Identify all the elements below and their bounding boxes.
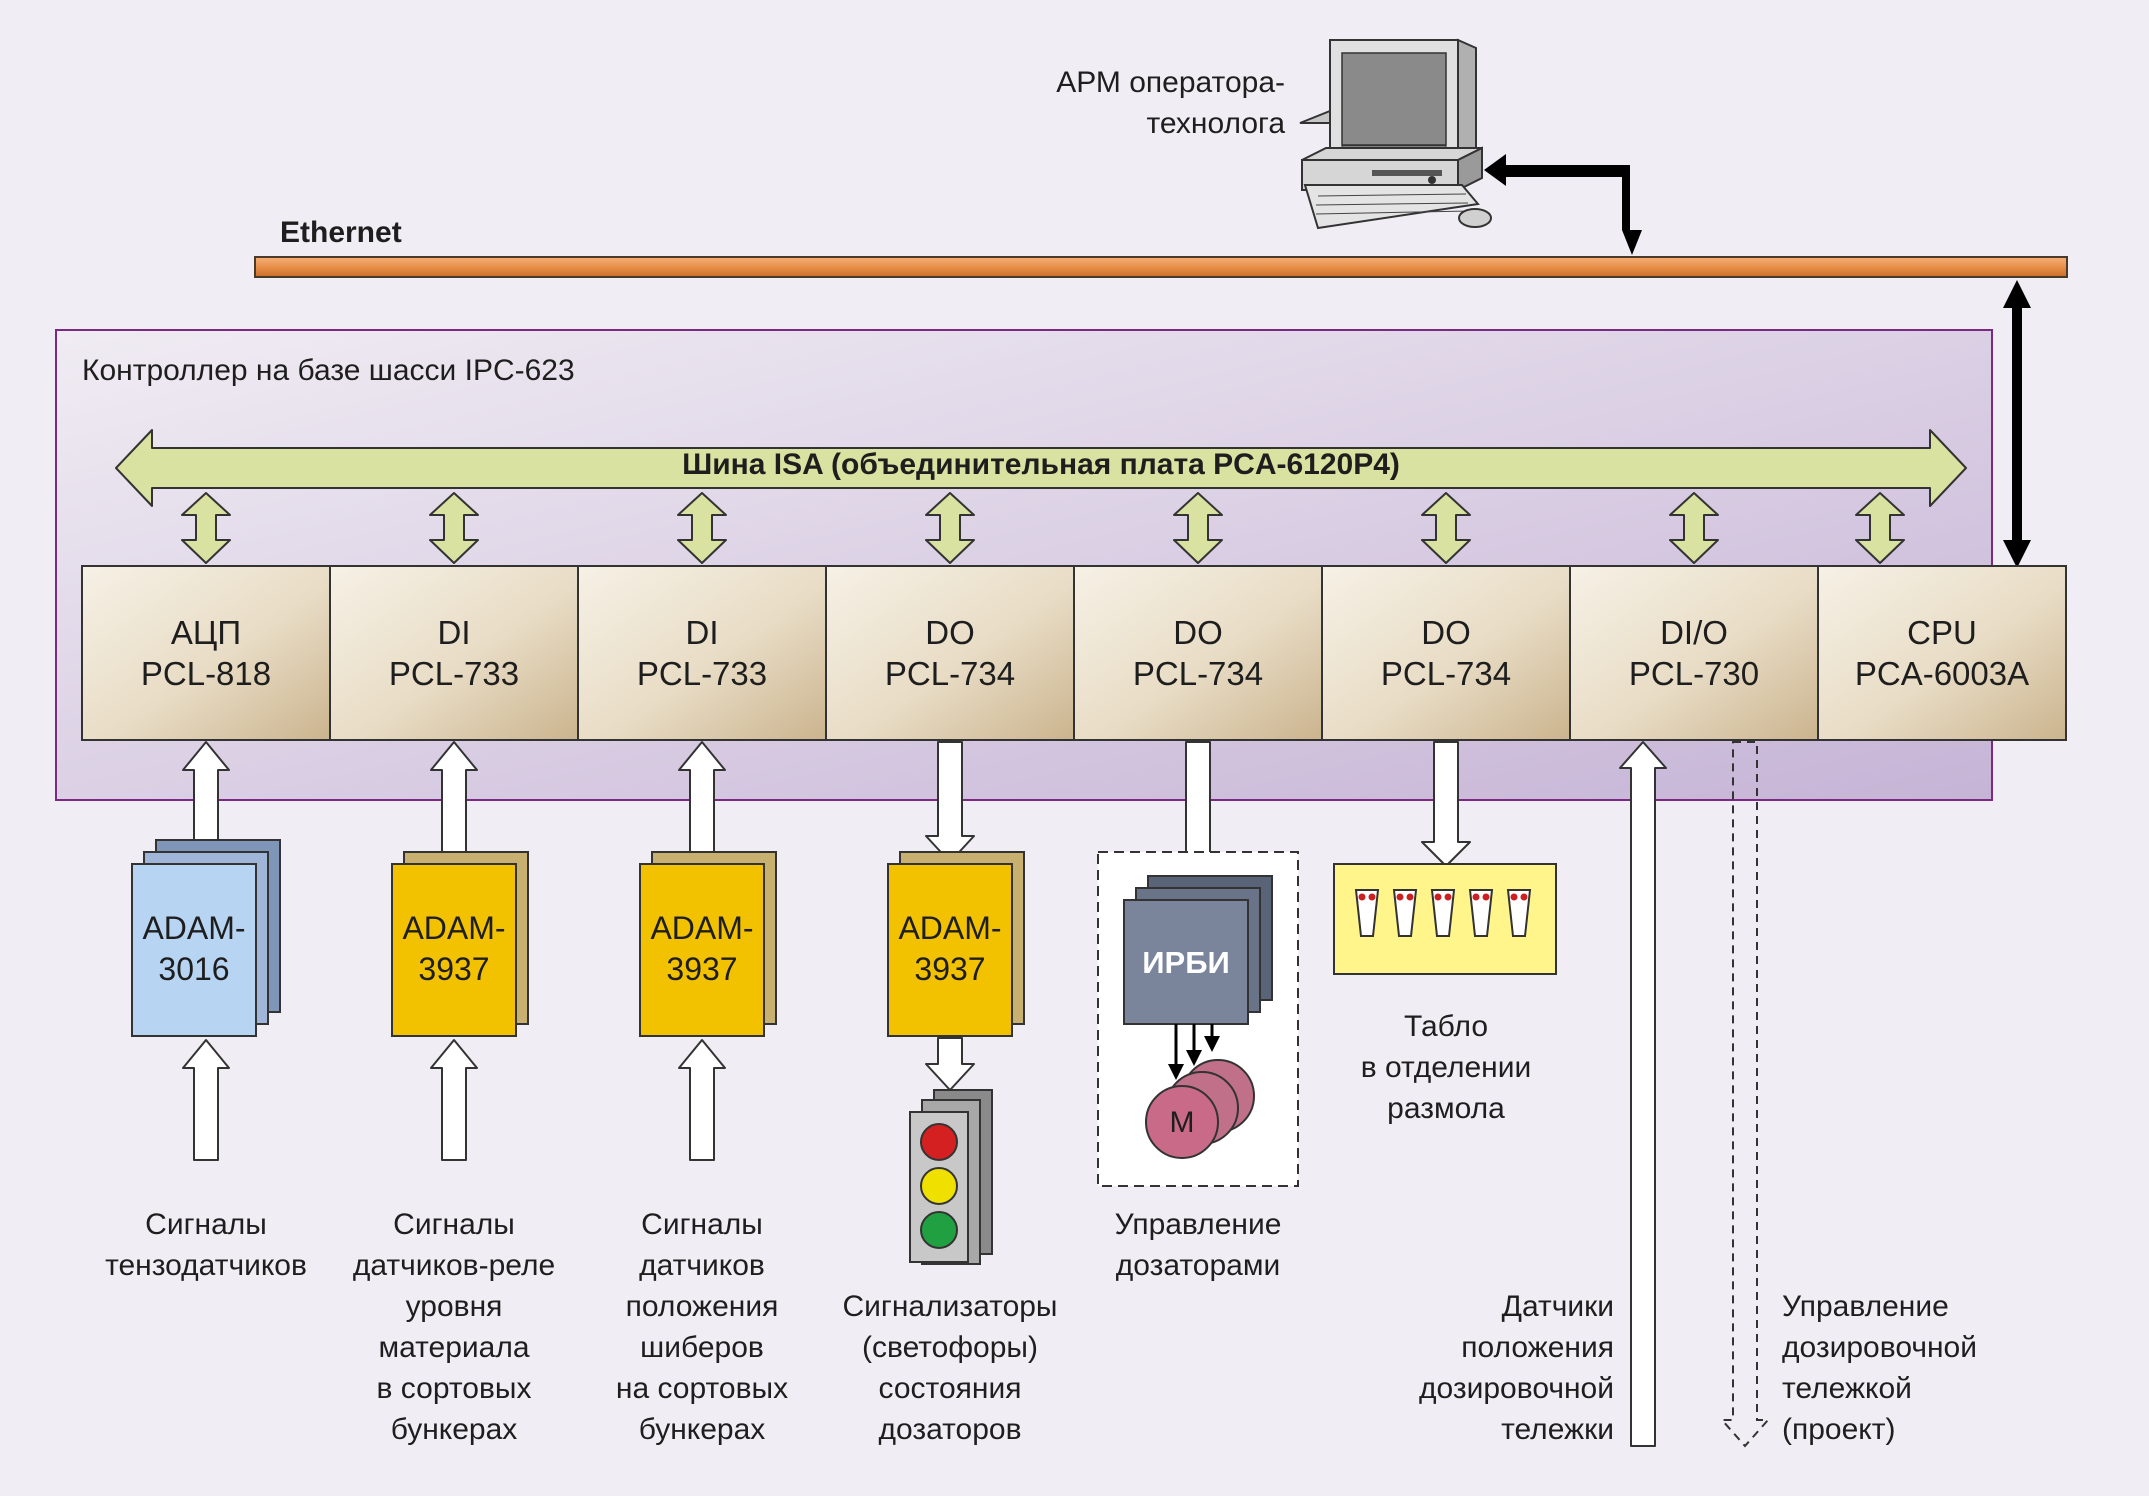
down-arrow <box>925 741 975 863</box>
dashed-down-arrow <box>1719 741 1771 1448</box>
cpu-ethernet-arrow <box>2003 280 2031 568</box>
up-arrow <box>182 1039 230 1161</box>
up-arrow <box>678 1039 726 1161</box>
motor-icon <box>1145 1059 1255 1159</box>
display-board <box>1333 863 1557 975</box>
module-boxes <box>81 565 2067 741</box>
module-box <box>81 565 331 741</box>
module-box <box>329 565 579 741</box>
module-box <box>825 565 1075 741</box>
motor-arrows <box>1168 1024 1220 1080</box>
module-box <box>1321 565 1571 741</box>
module-box <box>1073 565 1323 741</box>
bus-connectors <box>181 492 1905 564</box>
workstation-ethernet-arrow <box>1484 154 1642 255</box>
up-arrow <box>430 1039 478 1161</box>
irbi-block <box>1123 875 1273 1025</box>
isa-bus-arrow <box>115 429 1967 507</box>
computer-icon <box>1299 38 1492 230</box>
down-arrow <box>925 1037 975 1091</box>
module-box <box>577 565 827 741</box>
up-arrow <box>1619 741 1667 1447</box>
adam-module-face <box>131 863 257 1037</box>
ethernet-bus <box>254 256 2068 278</box>
module-box <box>1817 565 2067 741</box>
traffic-light-icon <box>909 1089 993 1265</box>
module-box <box>1569 565 1819 741</box>
adam-module-face <box>391 863 517 1037</box>
down-arrow <box>1421 741 1471 867</box>
adam-module-face <box>639 863 765 1037</box>
adam-module-face <box>887 863 1013 1037</box>
